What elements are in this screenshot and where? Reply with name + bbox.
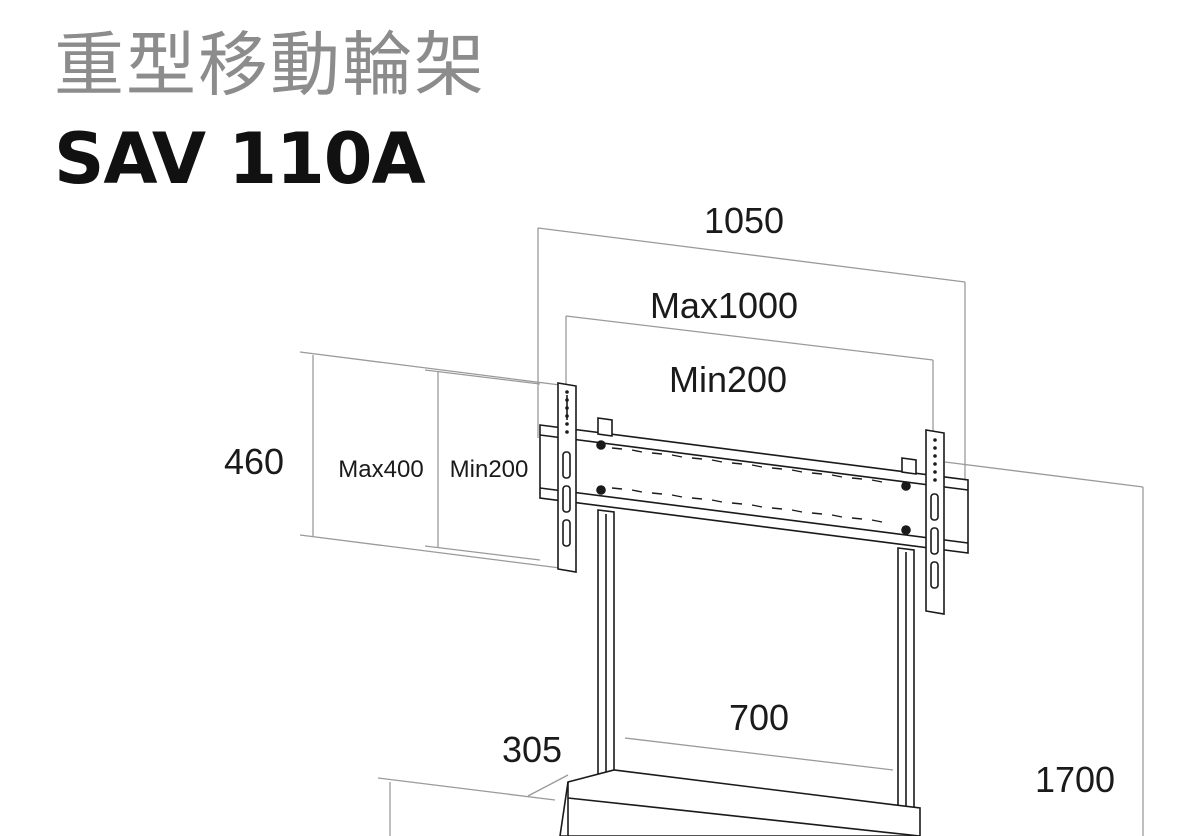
dimension-lines bbox=[299, 227, 1144, 836]
dim-total-height: 1700 bbox=[1035, 759, 1115, 800]
dim-vesa-h-max: Max1000 bbox=[650, 285, 798, 326]
dim-overall-height: 460 bbox=[224, 441, 284, 482]
product-model: SAV 110A bbox=[54, 118, 426, 200]
dim-overall-width: 1050 bbox=[704, 200, 784, 241]
dim-depth: 305 bbox=[502, 729, 562, 770]
dim-vesa-v-max: Max400 bbox=[338, 456, 423, 483]
product-title-chinese: 重型移動輪架 bbox=[54, 24, 486, 106]
dim-vesa-v-min: Min200 bbox=[450, 456, 529, 483]
dim-pole-spacing: 700 bbox=[729, 697, 789, 738]
stand-illustration bbox=[539, 382, 969, 836]
dim-vesa-h-min: Min200 bbox=[669, 359, 787, 400]
